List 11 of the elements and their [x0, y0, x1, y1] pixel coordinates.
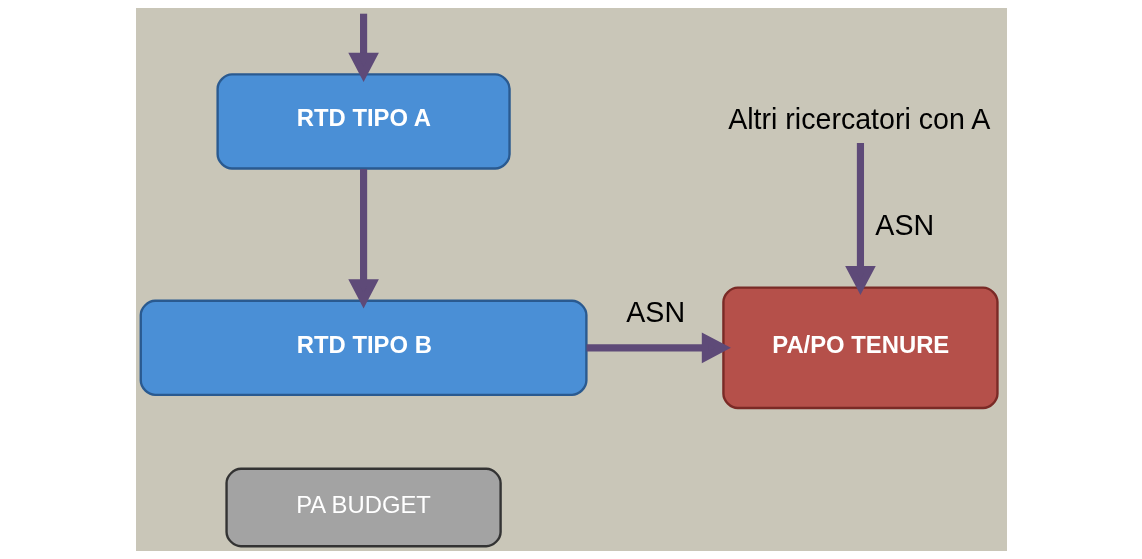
edge-label: ASN: [874, 209, 934, 242]
node-box: RTD TIPO B: [139, 299, 588, 397]
arrow: [586, 332, 731, 364]
node-box: RTD TIPO A: [215, 73, 511, 170]
edge-label: ASN: [625, 295, 685, 328]
arrow: [844, 142, 876, 296]
node-box: PA BUDGET: [224, 467, 502, 548]
node-box: PA/PO TENURE: [721, 286, 999, 410]
arrow: [347, 169, 379, 309]
node-text: Altri ricercatori con A: [727, 102, 990, 135]
arrow: [347, 13, 379, 82]
